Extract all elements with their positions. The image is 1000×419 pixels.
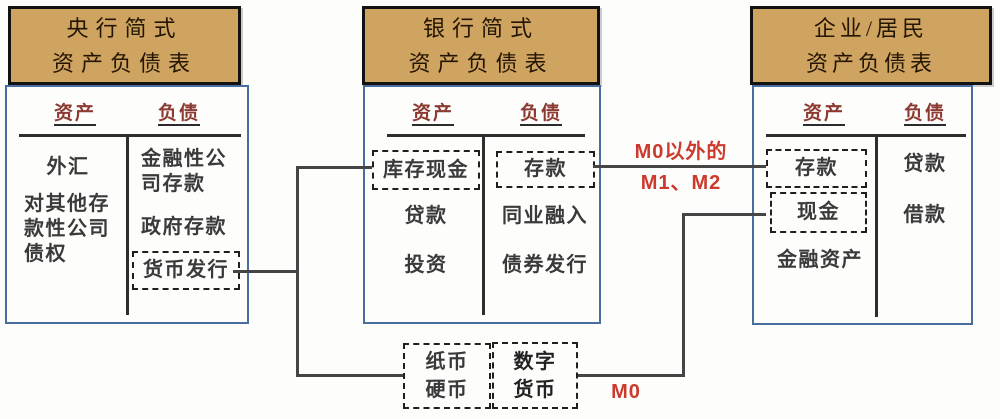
- central-bank-table: 资产 负债 外汇 对其他存 款性公司 债权 金融性公 司存款 政府存款 货币发行: [5, 85, 249, 324]
- bank-liabilities-header: 负债: [519, 103, 562, 124]
- connector-deposits-to-deposits: [593, 165, 766, 168]
- item-household-loans: 贷款: [903, 153, 947, 175]
- connector-currency-issuance-out: [233, 270, 298, 273]
- household-deposits-dashed-box: 存款: [766, 149, 867, 188]
- item-claims-on-depository-corps: 对其他存 款性公司 债权: [24, 193, 110, 265]
- enterprise-resident-table: 资产 负债 存款 现金 金融资产 贷款 借款: [752, 85, 973, 325]
- m1-m2-label-line1: M0以外的: [634, 141, 728, 163]
- item-vault-cash: 库存现金: [383, 158, 469, 181]
- item-interbank-funding: 同业融入: [502, 205, 588, 227]
- item-currency-issuance: 货币发行: [143, 259, 229, 281]
- connector-digital-currency-out: [578, 374, 685, 377]
- central-bank-assets-header: 资产: [53, 103, 96, 124]
- bank-title: 银行简式 资产负债表: [408, 15, 554, 76]
- column-divider: [126, 136, 129, 315]
- item-foreign-exchange: 外汇: [46, 156, 90, 178]
- connector-to-vault-cash: [296, 166, 372, 169]
- currency-issuance-dashed-box: 货币发行: [132, 251, 240, 290]
- item-loans: 贷款: [404, 205, 448, 227]
- connector-right-trunk: [682, 213, 685, 376]
- item-deposits: 存款: [524, 158, 567, 180]
- item-borrowings: 借款: [903, 204, 947, 226]
- connector-to-household-cash: [682, 213, 766, 216]
- enterprise-resident-title: 企业/居民 资产负债表: [805, 15, 936, 76]
- enterprise-assets-header: 资产: [802, 103, 845, 124]
- item-financial-corp-deposits: 金融性公 司存款: [141, 148, 227, 195]
- deposits-dashed-box: 存款: [496, 151, 595, 188]
- central-bank-title: 央行简式 资产负债表: [51, 15, 197, 76]
- household-cash-dashed-box: 现金: [770, 192, 867, 233]
- m1-m2-label-line2: M1、M2: [640, 172, 722, 194]
- bank-table: 资产 负债 库存现金 贷款 投资 存款 同业融入 债券发行: [363, 85, 601, 324]
- connector-left-trunk: [296, 166, 299, 376]
- item-digital-currency: 数字 货币: [513, 350, 557, 401]
- item-bond-issuance: 债券发行: [502, 254, 588, 276]
- header-divider: [19, 134, 241, 137]
- item-household-cash: 现金: [797, 201, 840, 223]
- central-bank-title-box: 央行简式 资产负债表: [8, 6, 241, 85]
- item-government-deposits: 政府存款: [141, 216, 227, 238]
- column-divider: [875, 136, 878, 317]
- connector-to-paper-coin: [296, 374, 403, 377]
- header-divider: [766, 134, 966, 137]
- item-financial-assets: 金融资产: [777, 249, 863, 271]
- central-bank-liabilities-header: 负债: [157, 103, 200, 124]
- header-divider: [387, 134, 585, 137]
- digital-currency-dashed-box: 数字 货币: [492, 342, 578, 409]
- column-divider: [482, 136, 485, 315]
- paper-coin-dashed-box: 纸币 硬币: [403, 343, 491, 409]
- item-paper-money-coins: 纸币 硬币: [425, 351, 469, 401]
- bank-title-box: 银行简式 资产负债表: [362, 6, 600, 85]
- vault-cash-dashed-box: 库存现金: [372, 150, 480, 190]
- m0-label: M0: [611, 381, 641, 403]
- item-investments: 投资: [404, 254, 448, 276]
- enterprise-resident-title-box: 企业/居民 资产负债表: [750, 6, 992, 85]
- bank-assets-header: 资产: [411, 103, 454, 124]
- enterprise-liabilities-header: 负债: [903, 103, 946, 124]
- item-household-deposits: 存款: [795, 157, 838, 179]
